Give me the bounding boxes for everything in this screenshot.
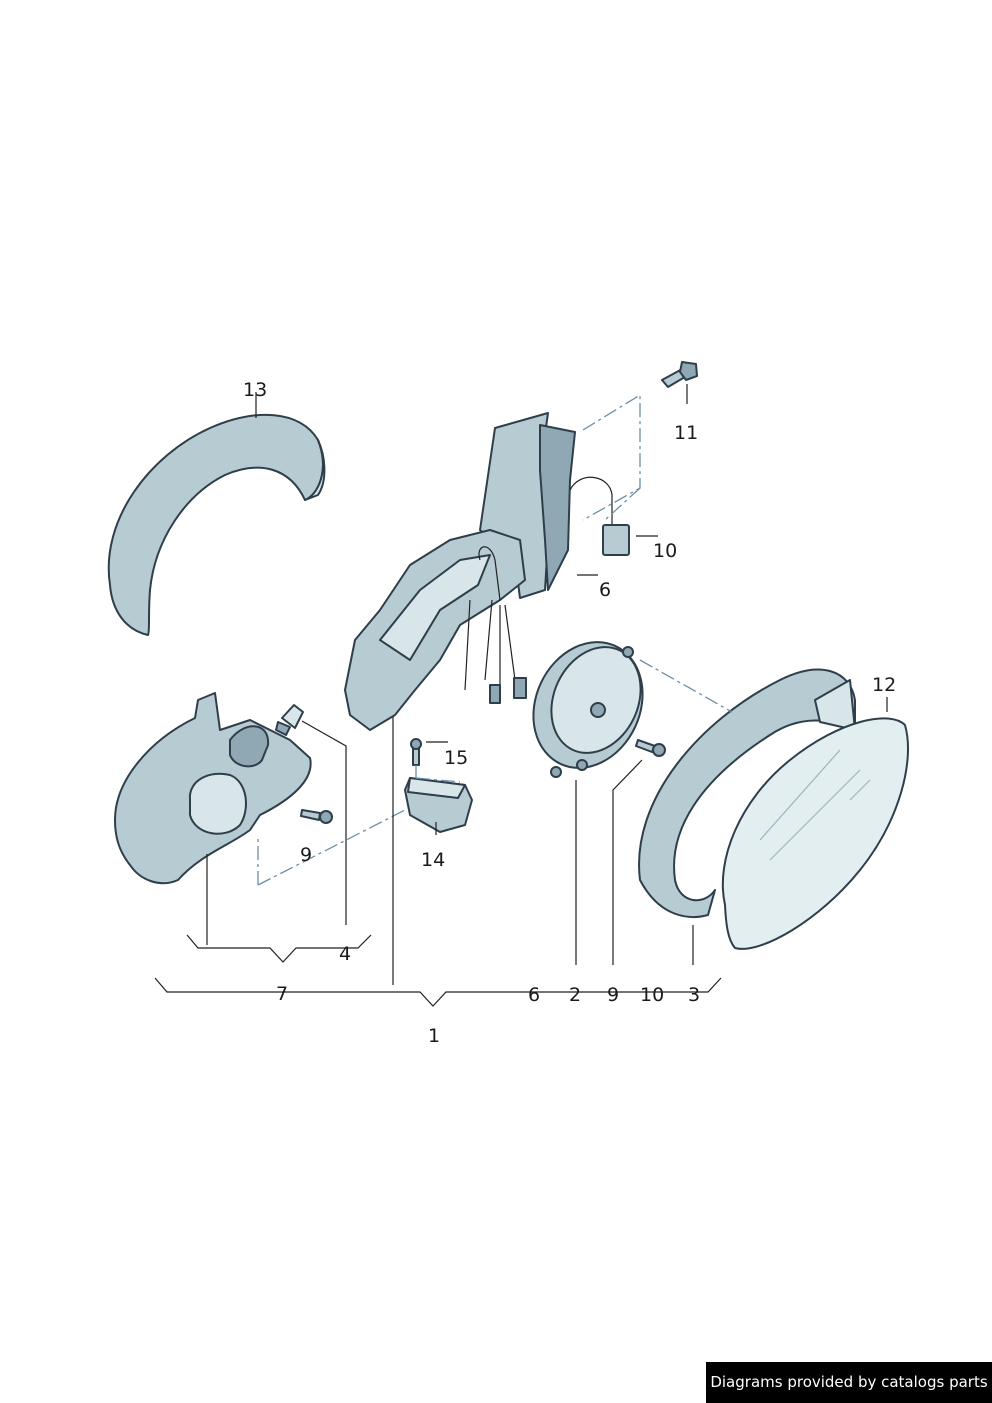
callout-labels: 13 11 10 6 12 15 9 14 4 7 6 2 9 10 3 1	[243, 379, 896, 1047]
part-9-screw-right	[635, 739, 666, 757]
callout-leader-lines	[154, 384, 888, 1007]
callout-2: 2	[569, 984, 581, 1006]
callout-13: 13	[243, 379, 267, 401]
callout-10-bottom: 10	[640, 984, 664, 1006]
part-9-screw-left	[300, 809, 333, 824]
part-3-mirror-frame	[638, 668, 856, 918]
assembly-dashed-lines	[257, 393, 733, 886]
callout-3: 3	[688, 984, 700, 1006]
callout-9-bottom: 9	[607, 984, 619, 1006]
part-2-adjustment-motor	[532, 641, 644, 778]
callout-6-top: 6	[599, 579, 611, 601]
part-11-bolt	[661, 361, 698, 388]
callout-6-bottom: 6	[528, 984, 540, 1006]
callout-4: 4	[339, 943, 351, 965]
part-4-bulb	[275, 704, 304, 736]
part-7-lower-housing	[114, 692, 312, 885]
callout-7: 7	[276, 983, 288, 1005]
part-14-clamp-block	[404, 777, 473, 833]
callout-12: 12	[872, 674, 896, 696]
part-12-mirror-glass	[721, 717, 909, 950]
callout-1: 1	[428, 1025, 440, 1047]
credit-banner: Diagrams provided by catalogs parts	[706, 1362, 992, 1403]
part-13-mirror-cap	[107, 413, 326, 636]
callout-14: 14	[421, 849, 445, 871]
callout-10-top: 10	[653, 540, 677, 562]
callout-15: 15	[444, 747, 468, 769]
callout-11: 11	[674, 422, 698, 444]
callout-9-left: 9	[300, 844, 312, 866]
part-6-mirror-base	[344, 412, 630, 731]
part-15-screw	[410, 738, 422, 766]
